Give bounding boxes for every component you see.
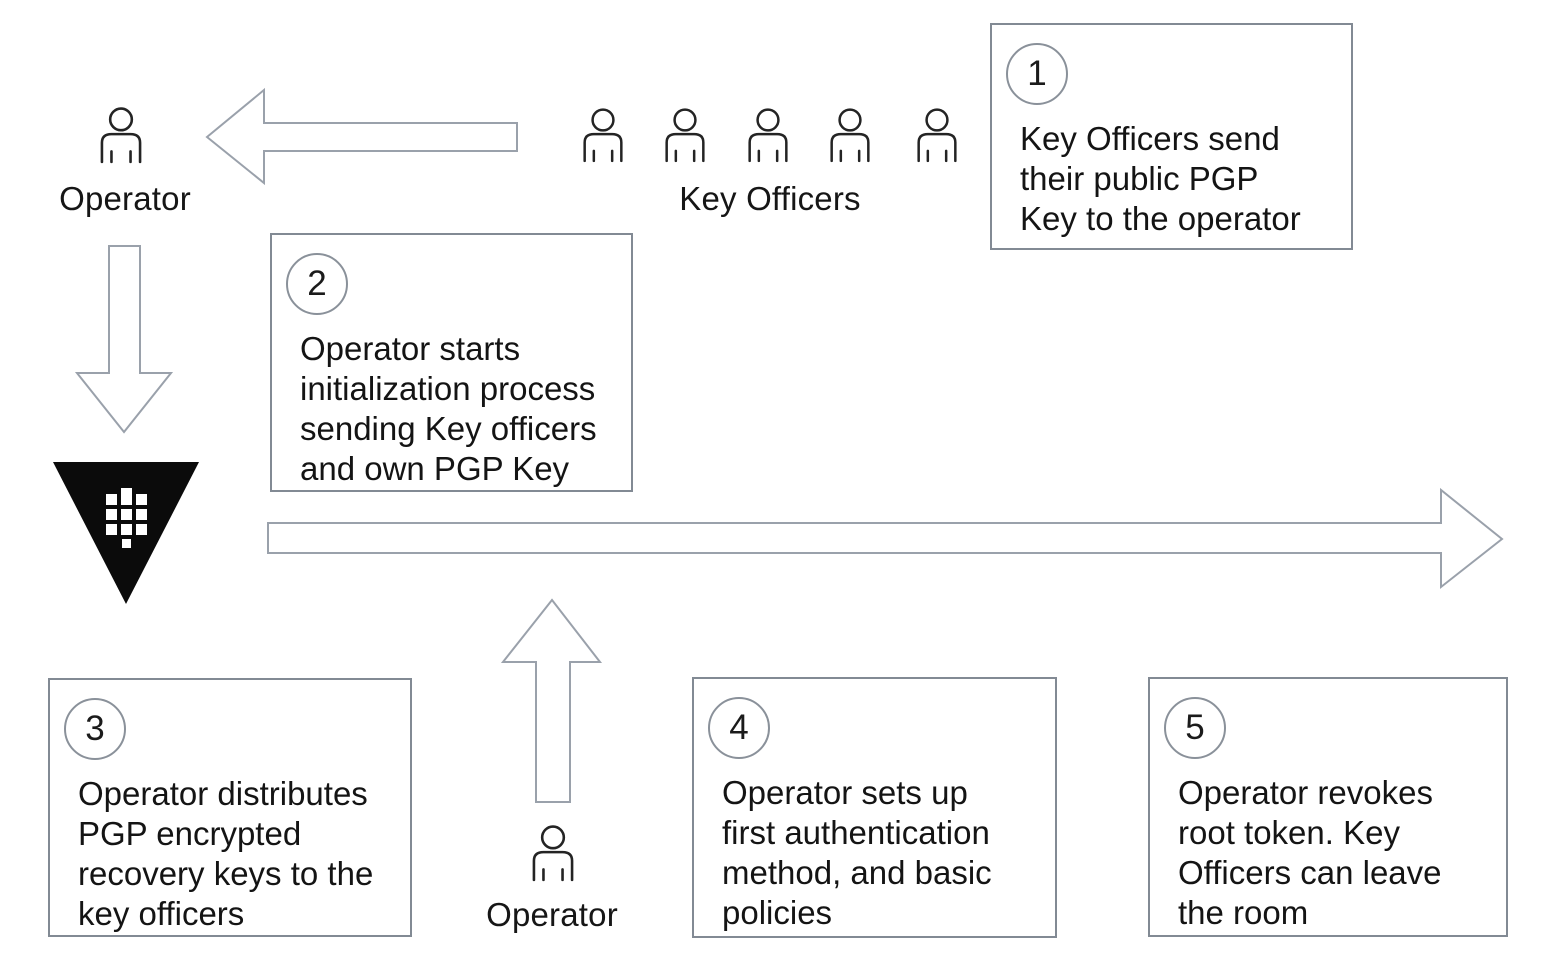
step-text: Operator starts initialization process s… [300,330,597,487]
step-box-5: 5 Operator revokes root token. Key Offic… [1148,677,1508,937]
step-text: Operator distributes PGP encrypted recov… [78,775,374,932]
step-box-4: 4 Operator sets up first authentication … [692,677,1057,938]
key-officer-icon [660,104,710,166]
step-box-2: 2 Operator starts initialization process… [270,233,633,492]
arrow-vault-timeline [267,487,1504,590]
vault-logo-icon [53,462,199,604]
step-number-badge: 2 [286,253,348,315]
step-text: Operator revokes root token. Key Officer… [1178,774,1442,931]
operator-label: Operator [486,896,618,933]
step-text: Operator sets up first authentication me… [722,774,992,931]
arrow-operator-to-timeline [500,598,603,803]
step-box-1: 1 Key Officers send their public PGP Key… [990,23,1353,250]
step-text: Key Officers send their public PGP Key t… [1020,120,1301,237]
key-officer-icon [912,104,962,166]
step-number-badge: 5 [1164,697,1226,759]
operator-icon [95,102,147,168]
key-officer-icon [743,104,793,166]
operator-icon [527,820,579,886]
key-officer-icon [825,104,875,166]
step-number-badge: 3 [64,698,126,760]
key-officer-icon [578,104,628,166]
operator-label: Operator [59,180,191,217]
key-officers-label: Key Officers [679,180,861,217]
arrow-key-officers-to-operator [205,87,518,186]
step-box-3: 3 Operator distributes PGP encrypted rec… [48,678,412,937]
step-number-badge: 1 [1006,43,1068,105]
step-number-badge: 4 [708,697,770,759]
arrow-operator-to-vault [74,245,174,434]
